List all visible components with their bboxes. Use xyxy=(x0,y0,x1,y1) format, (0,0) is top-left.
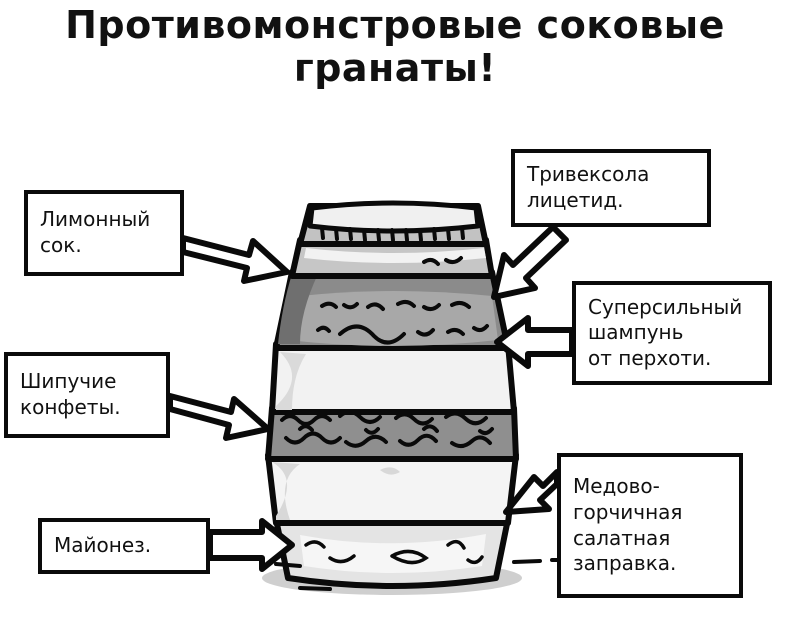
jar-grit-texture xyxy=(280,409,494,448)
callout-shampoo[interactable]: Суперсильный шампунь от перхоти. xyxy=(572,281,772,385)
jar-dark-layer-marks xyxy=(316,299,489,345)
callout-fizzy-candy[interactable]: Шипучие конфеты. xyxy=(4,352,170,438)
jar-pale-layer-shading xyxy=(272,462,400,520)
jar-neck-highlight xyxy=(304,248,486,263)
jar-lid-ridges xyxy=(320,226,465,242)
jar-dark-layer-light-band xyxy=(288,291,498,346)
arrow-mayonnaise xyxy=(207,518,295,572)
jar-dark-layer-darkshade xyxy=(278,274,318,344)
callout-honey-mustard[interactable]: Медово- горчичная салатная заправка. xyxy=(557,453,743,598)
arrow-lemon-juice xyxy=(180,235,290,284)
callout-trivexol[interactable]: Тривексола лицетид. xyxy=(511,149,711,227)
callout-lemon-juice[interactable]: Лимонный сок. xyxy=(24,190,184,276)
page-title: Противомонстровые соковые гранаты! xyxy=(65,3,725,90)
jar-lid-top-face xyxy=(307,200,481,234)
arrow-fizzy-candy xyxy=(167,393,271,441)
arrow-trivexol xyxy=(491,224,569,300)
jar-pale-layer xyxy=(265,452,519,526)
arrow-shampoo xyxy=(494,315,575,369)
arrow-honey-mustard xyxy=(503,469,560,515)
jar-mid-pale-layer xyxy=(269,341,517,415)
callout-mayonnaise[interactable]: Майонез. xyxy=(38,518,210,574)
jar-grit-layer xyxy=(265,405,519,462)
jar-mid-pale-shading xyxy=(276,352,306,410)
jar-base-squiggles xyxy=(304,539,484,565)
jar-neck-mark xyxy=(422,256,463,266)
